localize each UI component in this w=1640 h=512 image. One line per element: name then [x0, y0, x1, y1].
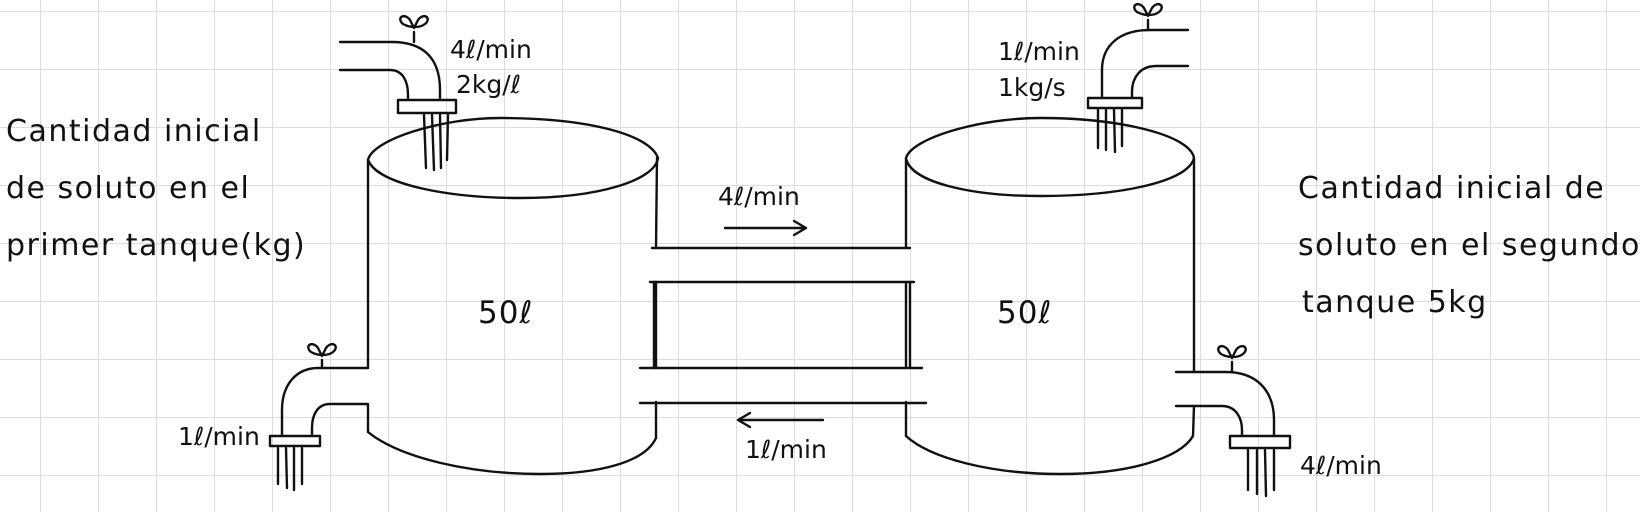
- right-note-line-2: soluto en el segundo: [1298, 228, 1640, 263]
- connecting-pipes: 4ℓ/min 1ℓ/min: [638, 182, 928, 464]
- top-pipe-flow-label: 4ℓ/min: [718, 182, 800, 211]
- right-note-line-1: Cantidad inicial de: [1298, 171, 1605, 206]
- tank-1-bottom: [366, 430, 658, 476]
- tank-2-outlet-rate: 4ℓ/min: [1300, 451, 1382, 480]
- top-pipe: [648, 246, 916, 284]
- tank-2-inlet-faucet-icon: [1086, 2, 1190, 154]
- tank-1-outlet-faucet-icon: [268, 342, 370, 492]
- left-note-line-1: Cantidad inicial: [6, 114, 262, 149]
- tank-1-right-wall: [654, 156, 659, 440]
- left-note-line-3: primer tanque(kg): [6, 228, 306, 263]
- right-note-line-3: tanque 5kg: [1302, 285, 1488, 320]
- tank-2: 50ℓ: [904, 116, 1196, 476]
- right-note: Cantidad inicial de soluto en el segundo…: [1298, 171, 1640, 320]
- left-note-line-2: de soluto en el: [6, 171, 250, 206]
- tank-2-inlet-rate: 1ℓ/min: [998, 37, 1080, 66]
- tank-1-inlet-concentration: 2kg/ℓ: [456, 70, 521, 99]
- tank-1-top-rim: [366, 116, 660, 200]
- tank-2-volume: 50ℓ: [997, 295, 1052, 331]
- left-arrow-icon: [736, 411, 825, 429]
- bottom-pipe: [638, 366, 928, 405]
- tank-2-top-rim: [904, 116, 1196, 198]
- tank-1-outlet-rate: 1ℓ/min: [178, 422, 260, 451]
- tank-1: 50ℓ: [366, 116, 660, 476]
- tank-1-volume: 50ℓ: [478, 295, 533, 331]
- left-note: Cantidad inicial de soluto en el primer …: [6, 114, 306, 263]
- right-arrow-icon: [723, 219, 808, 237]
- tank-2-outlet-faucet-icon: [1174, 344, 1292, 498]
- bottom-pipe-flow-label: 1ℓ/min: [745, 435, 827, 464]
- tank-2-inlet-concentration: 1kg/s: [998, 73, 1066, 102]
- tank-2-bottom: [904, 434, 1195, 476]
- tank-1-inlet-rate: 4ℓ/min: [450, 35, 532, 64]
- tank-2-right-wall: [1191, 156, 1196, 438]
- tank-1-inlet-faucet-icon: [338, 14, 458, 172]
